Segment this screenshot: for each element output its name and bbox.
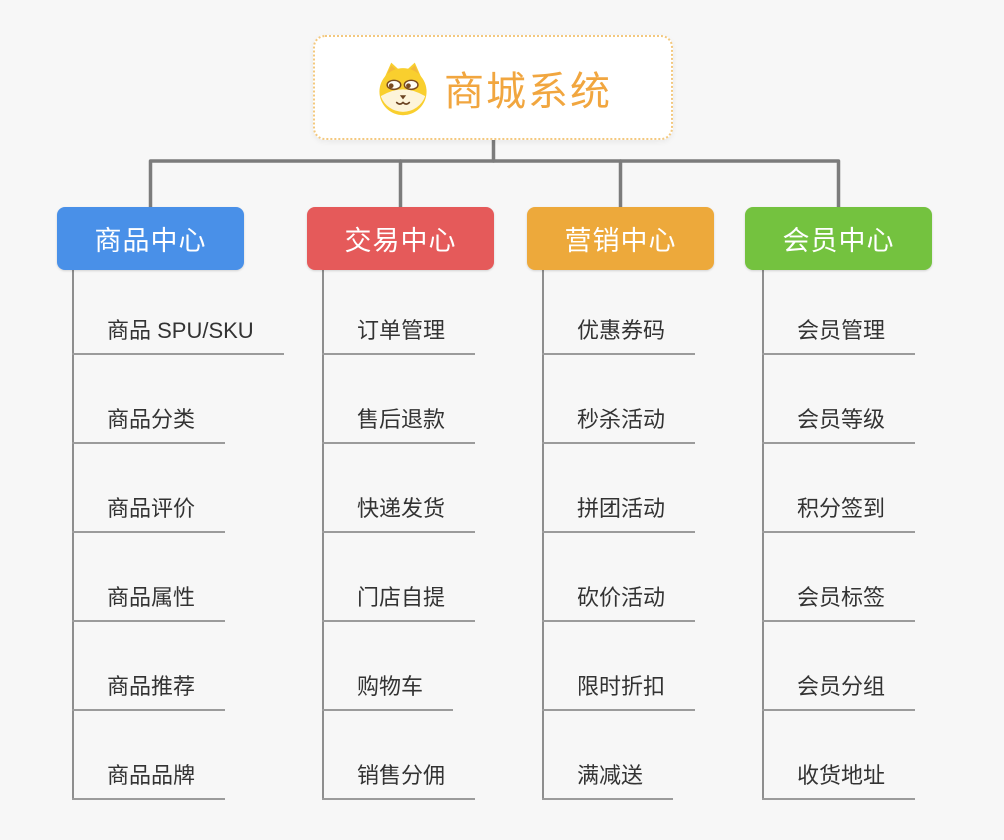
leaf-node[interactable]: 秒杀活动 bbox=[542, 355, 696, 444]
leaf-node[interactable]: 商品 SPU/SKU bbox=[72, 270, 284, 355]
leaf-node[interactable]: 商品推荐 bbox=[72, 622, 226, 711]
root-node[interactable]: 商城系统 bbox=[313, 35, 673, 140]
branch-node-product-center[interactable]: 商品中心 bbox=[57, 207, 244, 270]
leaf-node[interactable]: 优惠券码 bbox=[542, 270, 696, 355]
leaf-node[interactable]: 订单管理 bbox=[322, 270, 476, 355]
leaf-node[interactable]: 限时折扣 bbox=[542, 622, 696, 711]
leaf-node[interactable]: 商品属性 bbox=[72, 533, 226, 622]
branch-node-trade-center[interactable]: 交易中心 bbox=[307, 207, 494, 270]
leaf-node[interactable]: 积分签到 bbox=[762, 444, 916, 533]
leaf-node[interactable]: 门店自提 bbox=[322, 533, 476, 622]
member-center-children: 会员管理 会员等级 积分签到 会员标签 会员分组 收货地址 bbox=[762, 270, 916, 800]
leaf-node[interactable]: 会员分组 bbox=[762, 622, 916, 711]
leaf-node[interactable]: 会员标签 bbox=[762, 533, 916, 622]
product-center-children: 商品 SPU/SKU 商品分类 商品评价 商品属性 商品推荐 商品品牌 bbox=[72, 270, 284, 800]
leaf-node[interactable]: 砍价活动 bbox=[542, 533, 696, 622]
leaf-node[interactable]: 售后退款 bbox=[322, 355, 476, 444]
leaf-node[interactable]: 会员等级 bbox=[762, 355, 916, 444]
leaf-node[interactable]: 商品品牌 bbox=[72, 711, 226, 800]
leaf-node[interactable]: 商品分类 bbox=[72, 355, 226, 444]
root-title: 商城系统 bbox=[444, 69, 612, 114]
branch-node-member-center[interactable]: 会员中心 bbox=[745, 207, 932, 270]
leaf-node[interactable]: 商品评价 bbox=[72, 444, 226, 533]
trade-center-children: 订单管理 售后退款 快递发货 门店自提 购物车 销售分佣 bbox=[322, 270, 476, 800]
leaf-node[interactable]: 收货地址 bbox=[762, 711, 916, 800]
leaf-node[interactable]: 购物车 bbox=[322, 622, 454, 711]
leaf-node[interactable]: 销售分佣 bbox=[322, 711, 476, 800]
leaf-node[interactable]: 满减送 bbox=[542, 711, 674, 800]
leaf-node[interactable]: 拼团活动 bbox=[542, 444, 696, 533]
leaf-node[interactable]: 快递发货 bbox=[322, 444, 476, 533]
branch-node-marketing-center[interactable]: 营销中心 bbox=[527, 207, 714, 270]
dog-mascot-icon bbox=[374, 59, 432, 117]
leaf-node[interactable]: 会员管理 bbox=[762, 270, 916, 355]
marketing-center-children: 优惠券码 秒杀活动 拼团活动 砍价活动 限时折扣 满减送 bbox=[542, 270, 696, 800]
